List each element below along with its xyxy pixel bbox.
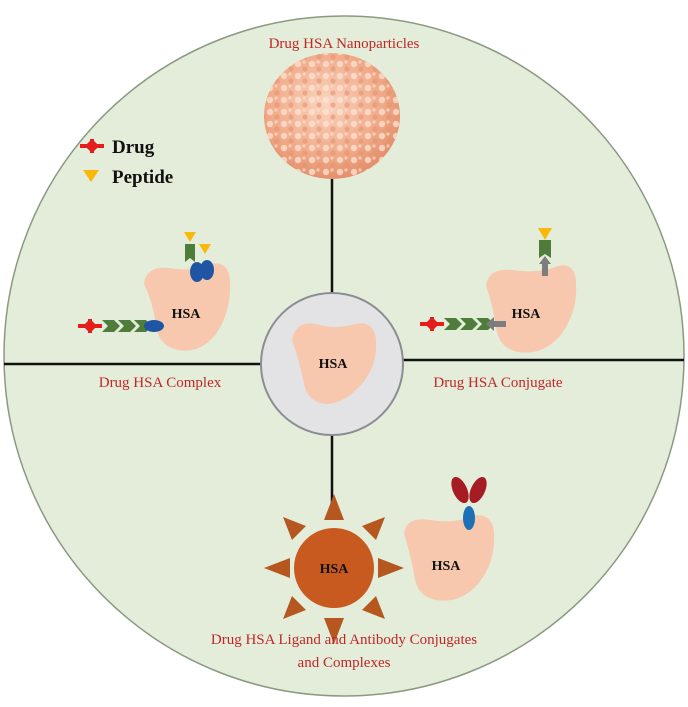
complex-peptide-ligands	[184, 232, 214, 282]
center-hsa-protein	[292, 323, 377, 404]
conjugate-drug-chain	[420, 316, 506, 332]
label-ligand-antibody-line1: Drug HSA Ligand and Antibody Conjugates	[211, 632, 477, 648]
antibody-hsa-label: HSA	[432, 559, 462, 574]
conjugate-hsa-protein	[486, 265, 577, 353]
legend-peptide-label: Peptide	[112, 167, 173, 188]
label-nanoparticles: Drug HSA Nanoparticles	[269, 36, 420, 52]
label-conjugate: Drug HSA Conjugate	[433, 375, 563, 391]
conjugate-group: HSA	[420, 228, 577, 353]
sun-ligand-group: HSA	[264, 494, 404, 644]
legend: Drug Peptide	[80, 137, 173, 188]
antibody-conjugate-group: HSA	[404, 476, 495, 601]
legend-drug-label: Drug	[112, 137, 155, 158]
label-ligand-antibody-line2: and Complexes	[298, 655, 391, 671]
sun-hsa-label: HSA	[320, 562, 350, 577]
antibody-icon	[451, 476, 487, 530]
conjugate-peptide-ligand	[538, 228, 552, 276]
label-complex: Drug HSA Complex	[99, 375, 222, 391]
complex-hsa-protein	[144, 263, 231, 351]
nanoparticle-image	[264, 53, 400, 179]
complex-hsa-label: HSA	[172, 307, 202, 322]
center-hsa-label: HSA	[319, 357, 349, 372]
antibody-hsa-protein	[404, 515, 495, 601]
complex-group: HSA	[78, 232, 231, 351]
peptide-icon	[83, 170, 99, 182]
sun-rays	[264, 494, 404, 644]
complex-drug-chain	[78, 318, 164, 334]
conjugate-hsa-label: HSA	[512, 307, 542, 322]
sun-core	[294, 528, 374, 608]
